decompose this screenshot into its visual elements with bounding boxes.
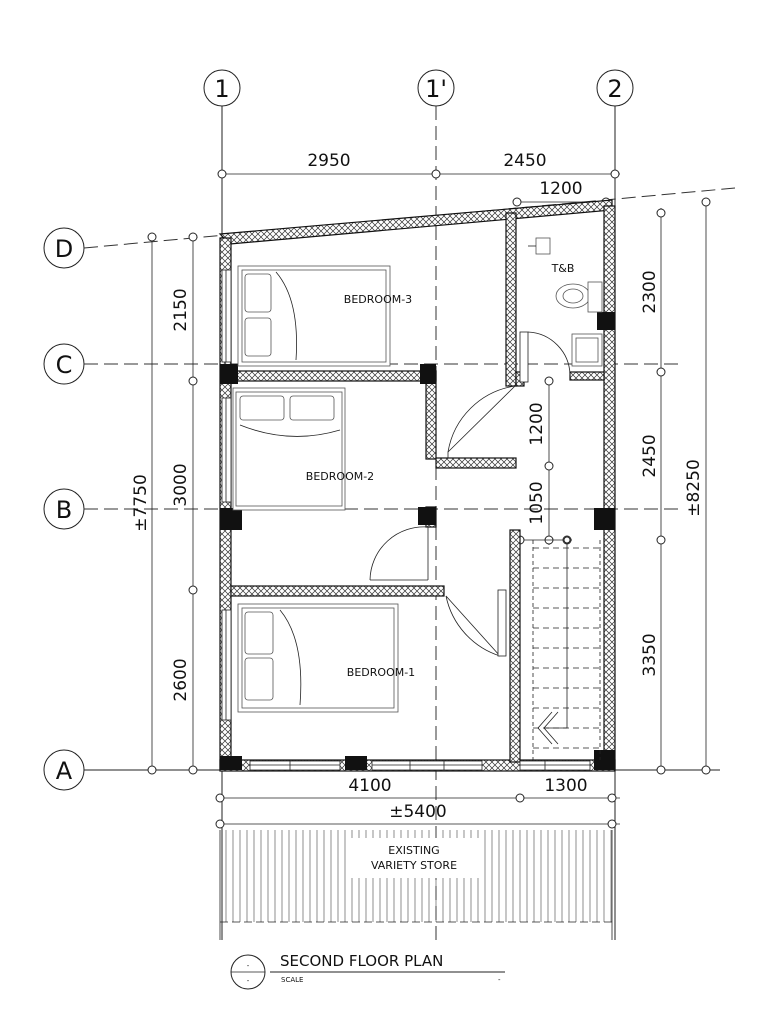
drawing-title-text: SECOND FLOOR PLAN bbox=[280, 952, 443, 970]
left-windows bbox=[221, 269, 232, 721]
svg-text:1050: 1050 bbox=[527, 481, 547, 524]
title-mark-bottom: - bbox=[247, 977, 250, 985]
bottom-windows bbox=[249, 760, 591, 771]
door-bedroom-1 bbox=[445, 589, 507, 657]
svg-text:C: C bbox=[56, 351, 73, 379]
stair bbox=[532, 536, 601, 760]
svg-text:1: 1 bbox=[214, 75, 229, 103]
title-mark-top: - bbox=[247, 962, 250, 970]
grid-bubble-c: C bbox=[43, 343, 85, 385]
bed-bedroom-1 bbox=[237, 603, 399, 713]
room-label-bedroom-1: BEDROOM-1 bbox=[347, 666, 415, 679]
door-tb bbox=[519, 331, 571, 383]
svg-text:2450: 2450 bbox=[640, 434, 660, 477]
grid-bubble-d: D bbox=[43, 227, 85, 269]
drawing-title: - - SECOND FLOOR PLAN SCALE - bbox=[230, 952, 505, 990]
room-label-bedroom-3: BEDROOM-3 bbox=[344, 293, 412, 306]
svg-text:1300: 1300 bbox=[544, 776, 587, 796]
grid-bubble-2: 2 bbox=[596, 69, 634, 107]
door-bedroom-3 bbox=[447, 385, 516, 458]
scale-label: SCALE bbox=[281, 976, 303, 984]
svg-text:2150: 2150 bbox=[171, 288, 191, 331]
svg-text:3350: 3350 bbox=[640, 633, 660, 676]
svg-text:±5400: ±5400 bbox=[389, 802, 447, 822]
svg-text:2300: 2300 bbox=[640, 270, 660, 313]
store-label-line2: VARIETY STORE bbox=[371, 859, 457, 872]
svg-text:B: B bbox=[56, 496, 72, 524]
existing-variety-store: EXISTING VARIETY STORE bbox=[219, 830, 613, 940]
dimension-top: 2950 2450 1200 bbox=[217, 151, 620, 207]
svg-text:±7750: ±7750 bbox=[131, 474, 151, 532]
room-label-tb: T&B bbox=[551, 262, 575, 275]
grid-bubble-1-prime: 1' bbox=[417, 69, 455, 107]
svg-text:1200: 1200 bbox=[527, 402, 547, 445]
svg-text:2: 2 bbox=[607, 75, 622, 103]
room-label-bedroom-2: BEDROOM-2 bbox=[306, 470, 374, 483]
dimension-right: 2300 2450 3350 ±8250 bbox=[640, 197, 711, 775]
store-label-line1: EXISTING bbox=[388, 844, 439, 857]
svg-text:2600: 2600 bbox=[171, 658, 191, 701]
svg-text:3000: 3000 bbox=[171, 463, 191, 506]
svg-text:1': 1' bbox=[425, 75, 447, 103]
svg-text:1200: 1200 bbox=[539, 179, 582, 199]
structural-columns bbox=[220, 312, 615, 770]
grid-bubble-a: A bbox=[43, 749, 85, 791]
svg-text:A: A bbox=[56, 757, 73, 785]
tb-fixtures bbox=[528, 237, 603, 367]
svg-text:±8250: ±8250 bbox=[684, 459, 704, 517]
grid-bubble-1: 1 bbox=[203, 69, 241, 107]
dimension-bottom: 4100 1300 ±5400 bbox=[215, 776, 620, 829]
dimension-left: ±7750 2150 3000 2600 bbox=[131, 232, 198, 775]
svg-text:D: D bbox=[55, 235, 73, 263]
svg-text:4100: 4100 bbox=[348, 776, 391, 796]
dimension-inner: 1200 1050 bbox=[515, 376, 572, 545]
bed-bedroom-2 bbox=[232, 387, 346, 511]
svg-text:2950: 2950 bbox=[307, 151, 350, 171]
grid-bubble-b: B bbox=[43, 488, 85, 530]
svg-text:2450: 2450 bbox=[503, 151, 546, 171]
scale-value: - bbox=[498, 976, 501, 984]
door-bedroom-2 bbox=[369, 526, 429, 581]
bed-bedroom-3 bbox=[237, 265, 391, 367]
